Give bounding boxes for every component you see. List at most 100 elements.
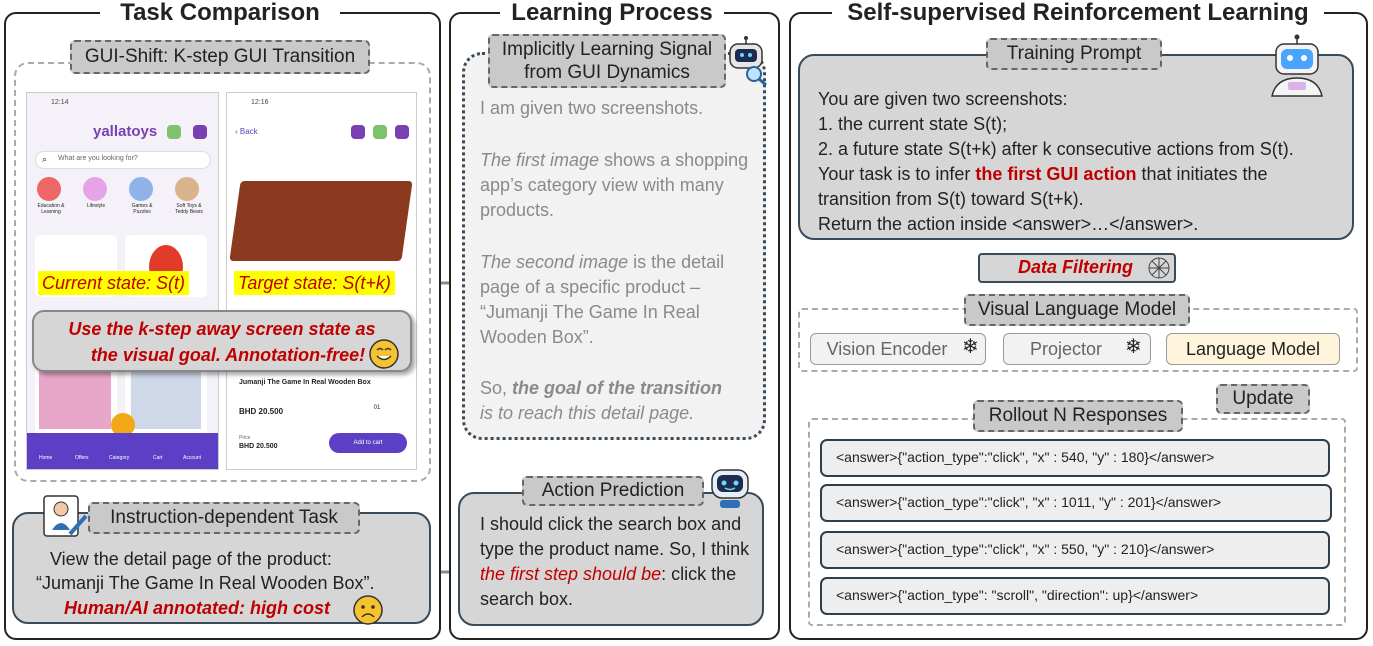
- nav-offers[interactable]: Offers: [75, 455, 89, 461]
- nav-home[interactable]: Home: [39, 455, 53, 461]
- filter-icon: [167, 125, 181, 139]
- rollout-response: <answer>{"action_type":"click", "x" : 55…: [820, 531, 1330, 569]
- network-icon: [1148, 257, 1170, 279]
- action-prediction-box: [458, 492, 764, 626]
- snowflake-icon: ❄: [962, 336, 979, 358]
- goal-callout: Use the k-step away screen state as the …: [32, 310, 412, 372]
- panel-title-learning-process: Learning Process: [500, 0, 724, 26]
- learning-signal-tag-line-2: from GUI Dynamics: [524, 62, 690, 83]
- training-prompt-tag: Training Prompt: [986, 38, 1162, 70]
- app-logo: yallatoys: [93, 123, 158, 140]
- cart-icon[interactable]: [395, 125, 409, 139]
- gui-shift-tag: GUI-Shift: K-step GUI Transition: [70, 40, 370, 74]
- toy-image: [39, 369, 111, 429]
- category-label[interactable]: Education & Learning: [37, 203, 65, 215]
- price-label: Price: [239, 435, 251, 441]
- bell-icon: [193, 125, 207, 139]
- price-footer: BHD 20.500: [239, 443, 278, 450]
- rollout-response: <answer>{"action_type": "scroll", "direc…: [820, 577, 1330, 615]
- projector-box: Projector: [1003, 333, 1151, 365]
- prompt-l4-prefix: Your task is to infer: [818, 164, 976, 184]
- instruction-task-tag: Instruction-dependent Task: [88, 502, 360, 534]
- learning-signal-box: [462, 52, 766, 440]
- panel-title-ssrl: Self-supervised Reinforcement Learning: [832, 0, 1324, 26]
- learning-paragraph-1: I am given two screenshots.: [480, 98, 704, 118]
- add-to-cart-button[interactable]: Add to cart: [329, 433, 407, 453]
- rollout-response: <answer>{"action_type":"click", "x" : 54…: [820, 439, 1330, 477]
- learning-p3-text: is the detail page of a specific product…: [480, 252, 725, 347]
- vision-encoder-label: Vision Encoder: [826, 339, 948, 359]
- learning-p4-emphasis-2: is to reach this detail page.: [480, 403, 695, 423]
- action-text-2: : click the search box.: [480, 564, 737, 609]
- product-price: BHD 20.500: [239, 407, 284, 416]
- learning-p4-emphasis: the goal of the transition: [512, 378, 723, 398]
- status-time: 12:14: [51, 99, 69, 106]
- search-icon: ⌕: [42, 154, 48, 164]
- action-text-1: I should click the search box and type t…: [480, 514, 750, 559]
- search-icon[interactable]: [351, 125, 365, 139]
- callout-line-2: the visual goal. Annotation-free!: [90, 345, 366, 365]
- prompt-line-4: Your task is to infer the first GUI acti…: [818, 162, 1268, 187]
- category-label[interactable]: Lifestyle: [86, 203, 106, 209]
- learning-signal-tag: Implicitly Learning Signal from GUI Dyna…: [488, 34, 726, 88]
- snowflake-icon: ❄: [1125, 336, 1142, 358]
- nav-cart[interactable]: Cart: [153, 455, 163, 461]
- rollout-tag: Rollout N Responses: [973, 400, 1183, 432]
- category-row: Education & Learning Lifestyle Games & P…: [33, 177, 218, 217]
- learning-paragraph-2: The first image shows a shopping app’s c…: [480, 148, 750, 223]
- smile-emoji-icon: [369, 339, 399, 369]
- robot-icon: [1271, 34, 1323, 97]
- learning-p2-emphasis: The first image: [480, 150, 600, 170]
- product-card[interactable]: [35, 363, 117, 435]
- prompt-line-3: 2. a future state S(t+k) after k consecu…: [818, 139, 1294, 159]
- annotation-cost-label: Human/AI annotated: high cost: [64, 598, 331, 618]
- back-link[interactable]: ‹ Back: [235, 127, 258, 136]
- nav-category[interactable]: Category: [109, 455, 130, 461]
- callout-line-1: Use the k-step away screen state as: [68, 319, 376, 339]
- search-bar[interactable]: ⌕ What are you looking for?: [35, 151, 211, 169]
- toy-image: [131, 371, 201, 429]
- product-image: [229, 181, 413, 261]
- prompt-l4-emphasis: the first GUI action: [975, 164, 1137, 184]
- action-prediction-text: I should click the search box and type t…: [480, 512, 752, 612]
- robot-icon: [711, 469, 749, 508]
- prompt-line-1: You are given two screenshots:: [818, 89, 1068, 109]
- category-label[interactable]: Soft Toys & Teddy Bears: [175, 203, 203, 215]
- prompt-line-5: transition from S(t) toward S(t+k).: [818, 189, 1084, 209]
- action-prediction-tag: Action Prediction: [522, 476, 704, 506]
- data-filtering-label: Data Filtering: [1018, 257, 1134, 277]
- learning-p2-text: shows a shopping app’s category view wit…: [480, 150, 749, 220]
- category-label[interactable]: Games & Puzzles: [131, 203, 153, 215]
- data-filtering-box: Data Filtering: [978, 253, 1176, 283]
- language-model-box: Language Model: [1166, 333, 1340, 365]
- sad-emoji-icon: [353, 595, 383, 625]
- learning-signal-tag-line-1: Implicitly Learning Signal: [501, 39, 713, 60]
- update-tag: Update: [1216, 384, 1310, 414]
- qty-value: 01: [373, 405, 381, 411]
- learning-paragraph-3: The second image is the detail page of a…: [480, 250, 750, 350]
- rollout-response: <answer>{"action_type":"click", "x" : 10…: [820, 484, 1332, 522]
- vision-encoder-box: Vision Encoder: [810, 333, 986, 365]
- home-icon[interactable]: [373, 125, 387, 139]
- product-card[interactable]: [125, 363, 207, 435]
- learning-p3-emphasis: The second image: [480, 252, 629, 272]
- projector-label: Projector: [1029, 339, 1103, 359]
- status-time: 12:16: [251, 99, 269, 106]
- prompt-line-6: Return the action inside <answer>…</answ…: [818, 214, 1199, 234]
- panel-title-task-comparison: Task Comparison: [100, 0, 340, 26]
- learning-paragraph-4: So, the goal of the transition is to rea…: [480, 376, 755, 426]
- robot-icon: [729, 36, 767, 86]
- prompt-l4-suffix: that initiates the: [1136, 164, 1268, 184]
- action-text-emphasis: the first step should be: [480, 564, 662, 584]
- instruction-line-2: “Jumanji The Game In Real Wooden Box”.: [36, 573, 375, 593]
- vlm-tag: Visual Language Model: [964, 294, 1190, 326]
- back-label: Back: [239, 127, 258, 136]
- search-placeholder: What are you looking for?: [58, 155, 138, 162]
- nav-account[interactable]: Account: [183, 455, 202, 461]
- learning-p4-prefix: So,: [480, 378, 513, 398]
- current-state-label: Current state: S(t): [38, 271, 190, 295]
- worker-icon: [43, 495, 88, 537]
- prompt-line-2: 1. the current state S(t);: [818, 114, 1008, 134]
- qty-stepper[interactable]: 01: [355, 405, 399, 417]
- target-state-label: Target state: S(t+k): [234, 271, 395, 295]
